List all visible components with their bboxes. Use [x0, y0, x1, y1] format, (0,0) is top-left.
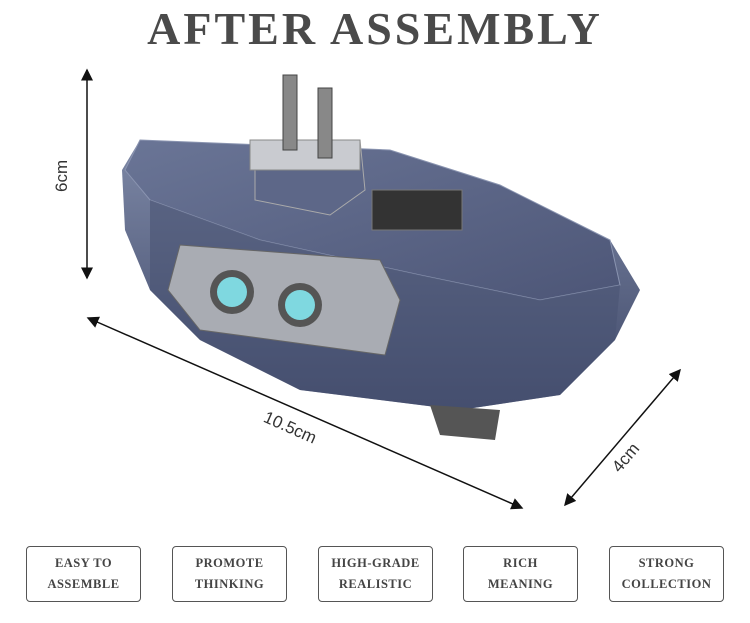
badge-line: RICH — [503, 556, 538, 570]
width-arrow — [564, 368, 681, 507]
badge-line: ASSEMBLE — [47, 577, 120, 591]
feature-badge-rich-meaning: RICH MEANING — [463, 546, 578, 602]
feature-badge-easy-to-assemble: EASY TO ASSEMBLE — [26, 546, 141, 602]
badge-line: REALISTIC — [338, 577, 413, 591]
feature-badge-strong-collection: STRONG COLLECTION — [609, 546, 724, 602]
badge-line: PROMOTE — [195, 556, 264, 570]
badge-line: THINKING — [194, 577, 265, 591]
length-arrow — [86, 316, 524, 510]
badge-line: EASY TO — [54, 556, 113, 570]
page-title: AFTER ASSEMBLY — [147, 3, 603, 54]
badge-line: HIGH-GRADE — [331, 556, 420, 570]
submarine-model — [122, 74, 640, 440]
badge-line: COLLECTION — [621, 577, 712, 591]
feature-badge-promote-thinking: PROMOTE THINKING — [172, 546, 287, 602]
feature-badge-high-grade-realistic: HIGH-GRADE REALISTIC — [318, 546, 433, 602]
badge-line: MEANING — [487, 577, 554, 591]
badge-line: STRONG — [638, 556, 695, 570]
height-label: 6cm — [52, 159, 71, 192]
